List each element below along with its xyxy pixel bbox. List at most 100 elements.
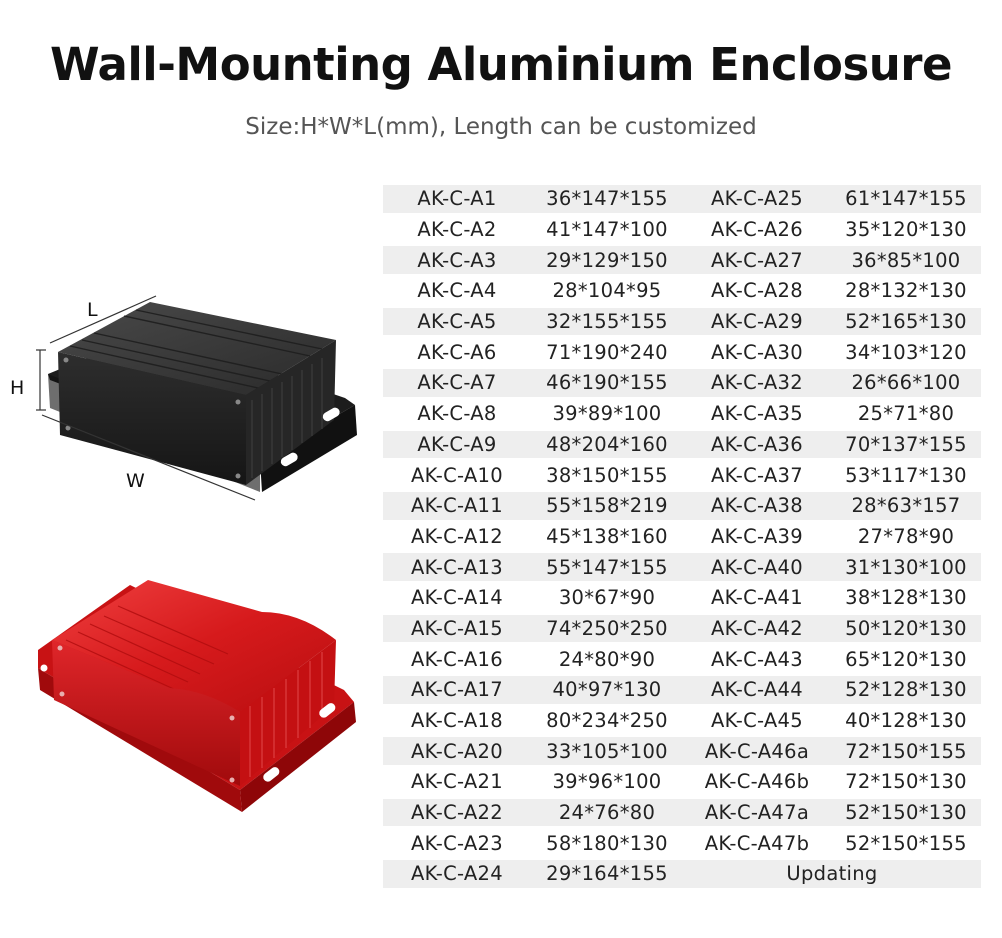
model-left: AK-C-A20 <box>383 737 531 766</box>
model-left: AK-C-A7 <box>383 369 531 397</box>
size-right: 65*120*130 <box>845 647 967 671</box>
table-row: AK-C-A21 39*96*100 AK-C-A46b 72*150*130 <box>383 768 981 796</box>
size-left: 28*104*95 <box>552 279 662 303</box>
size-left: 29*129*150 <box>531 246 683 275</box>
model-right: AK-C-A45 <box>711 709 803 733</box>
model-left: AK-C-A21 <box>411 770 503 794</box>
model-right: AK-C-A42 <box>683 614 831 643</box>
size-left: 38*150*155 <box>546 463 668 487</box>
size-right: 72*150*130 <box>845 770 967 794</box>
size-left: 33*105*100 <box>531 737 683 766</box>
size-left: 45*138*160 <box>546 524 668 548</box>
table-row: AK-C-A18 80*234*250 AK-C-A45 40*128*130 <box>383 707 981 735</box>
table-row: AK-C-A8 39*89*100 AK-C-A35 25*71*80 <box>383 400 981 428</box>
model-right: AK-C-A35 <box>711 402 803 426</box>
model-left: AK-C-A2 <box>417 218 497 242</box>
model-right: AK-C-A46b <box>704 770 810 794</box>
model-right: AK-C-A43 <box>711 647 803 671</box>
size-right: 25*71*80 <box>857 402 955 426</box>
size-right: 50*120*130 <box>831 614 981 643</box>
size-right: 28*132*130 <box>845 279 967 303</box>
width-label: W <box>126 470 145 492</box>
size-left: 40*97*130 <box>531 676 683 704</box>
model-left: AK-C-A5 <box>383 307 531 336</box>
black-enclosure-image <box>36 295 357 501</box>
model-right: AK-C-A44 <box>683 676 831 704</box>
size-right: 35*120*130 <box>845 218 967 242</box>
size-right: 27*78*90 <box>857 524 955 548</box>
table-row: AK-C-A14 30*67*90 AK-C-A41 38*128*130 <box>383 584 981 612</box>
model-left: AK-C-A6 <box>417 340 497 364</box>
model-left: AK-C-A10 <box>411 463 503 487</box>
page-subtitle: Size:H*W*L(mm), Length can be customized <box>245 114 757 140</box>
model-right: AK-C-A41 <box>711 586 803 610</box>
model-left: AK-C-A14 <box>411 586 503 610</box>
size-left: 29*164*155 <box>531 860 683 888</box>
model-left: AK-C-A13 <box>383 553 531 581</box>
model-right: AK-C-A46a <box>683 737 831 766</box>
size-left: 71*190*240 <box>546 340 668 364</box>
size-right: 53*117*130 <box>845 463 967 487</box>
model-right: AK-C-A38 <box>683 491 831 520</box>
size-right: 40*128*130 <box>845 709 967 733</box>
size-right: 52*150*155 <box>845 831 967 855</box>
model-left: AK-C-A4 <box>417 279 497 303</box>
size-left: 46*190*155 <box>531 369 683 397</box>
model-left: AK-C-A8 <box>417 402 497 426</box>
length-label: L <box>87 299 98 321</box>
size-left: 39*89*100 <box>552 402 662 426</box>
model-left: AK-C-A24 <box>383 860 531 888</box>
size-left: 32*155*155 <box>531 307 683 336</box>
model-left: AK-C-A18 <box>411 709 503 733</box>
model-right: AK-C-A25 <box>683 185 831 213</box>
height-label: H <box>10 377 24 399</box>
size-left: 24*80*90 <box>558 647 656 671</box>
size-right: 61*147*155 <box>831 185 981 213</box>
model-left: AK-C-A22 <box>383 798 531 827</box>
model-right: AK-C-A26 <box>711 218 803 242</box>
page-title: Wall-Mounting Aluminium Enclosure <box>49 38 953 91</box>
size-right: 34*103*120 <box>845 340 967 364</box>
model-right: AK-C-A47a <box>683 798 831 827</box>
size-right: 72*150*155 <box>831 737 981 766</box>
size-right: 28*63*157 <box>831 491 981 520</box>
model-right: AK-C-A39 <box>711 524 803 548</box>
size-right: 26*66*100 <box>831 369 981 397</box>
model-right: AK-C-A29 <box>683 307 831 336</box>
model-right: AK-C-A47b <box>704 831 810 855</box>
model-left: AK-C-A12 <box>411 524 503 548</box>
size-left: 80*234*250 <box>546 709 668 733</box>
model-left: AK-C-A15 <box>383 614 531 643</box>
model-right: AK-C-A32 <box>683 369 831 397</box>
size-right: 38*128*130 <box>845 586 967 610</box>
size-left: 55*158*219 <box>531 491 683 520</box>
size-right: 70*137*155 <box>831 430 981 459</box>
size-right: 31*130*100 <box>831 553 981 581</box>
size-right: 52*128*130 <box>831 676 981 704</box>
size-left: 30*67*90 <box>558 586 656 610</box>
size-right: 52*165*130 <box>831 307 981 336</box>
size-left: 48*204*160 <box>531 430 683 459</box>
red-enclosure-image <box>38 580 356 812</box>
size-left: 39*96*100 <box>552 770 662 794</box>
model-left: AK-C-A17 <box>383 676 531 704</box>
table-row: AK-C-A12 45*138*160 AK-C-A39 27*78*90 <box>383 523 981 551</box>
